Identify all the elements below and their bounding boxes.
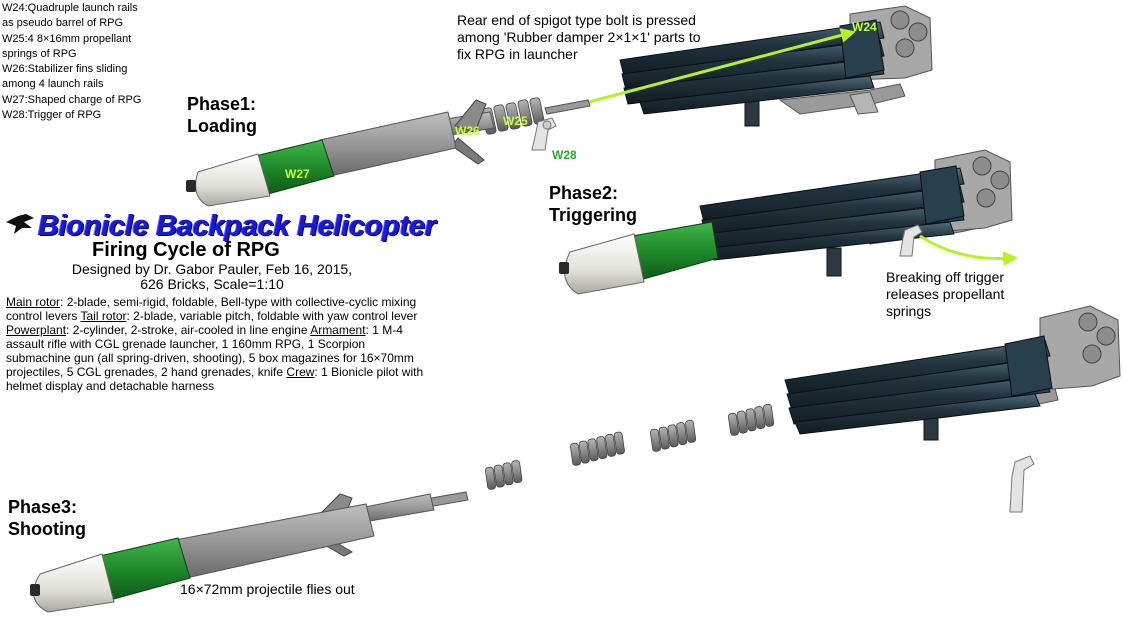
credit-line: Designed by Dr. Gabor Pauler, Feb 16, 20… xyxy=(71,261,353,277)
launcher-phase1 xyxy=(619,5,933,127)
note-line: among 'Rubber damper 2×1×1' parts to xyxy=(457,29,701,45)
launch-rails-w24 xyxy=(619,21,885,115)
label-w27: W27 xyxy=(285,167,310,181)
legend-line: W27:Shaped charge of RPG xyxy=(2,93,142,106)
spec-main-rotor-label: Main rotor xyxy=(6,295,61,309)
rpg-phase2 xyxy=(559,221,719,295)
projectile-note: 16×72mm projectile flies out xyxy=(180,581,355,597)
phase2-heading: Phase2: Triggering xyxy=(549,182,637,226)
bionicle-pilot-icon xyxy=(6,214,34,234)
legend-line: W25:4 8×16mm propellant xyxy=(2,32,132,45)
legend-line: W26:Stabilizer fins sliding xyxy=(2,63,128,76)
spec-powerplant-text: : 2-cylinder, 2-stroke, air-cooled in li… xyxy=(66,323,311,337)
phase3-title: Phase3: xyxy=(8,497,78,517)
label-w24: W24 xyxy=(852,20,877,34)
rpg-phase3 xyxy=(30,491,469,613)
note-line: Rear end of spigot type bolt is pressed xyxy=(457,12,696,28)
credit-text: Designed by Dr. Gabor Pauler, Feb 16, 20… xyxy=(52,262,372,292)
trigger-note: Breaking off trigger releases propellant… xyxy=(886,269,1004,320)
phase3-subtitle: Shooting xyxy=(8,519,86,539)
note-line: releases propellant xyxy=(886,286,1005,302)
page-title: Bionicle Backpack Helicopter xyxy=(38,210,436,242)
legend-line: among 4 launch rails xyxy=(2,78,104,91)
spec-crew-label: Crew xyxy=(286,365,315,379)
phase2-title: Phase2: xyxy=(549,183,619,203)
released-springs xyxy=(484,403,775,490)
parts-legend: W24:Quadruple launch rails as pseudo bar… xyxy=(2,1,172,123)
spec-paragraph: Main rotor: 2-blade, semi-rigid, foldabl… xyxy=(6,295,424,393)
launcher-phase2 xyxy=(699,149,1013,277)
phase2-subtitle: Triggering xyxy=(549,205,638,225)
trigger-release-arrow xyxy=(919,234,1018,267)
label-w25: W25 xyxy=(503,114,528,128)
phase1-subtitle: Loading xyxy=(187,116,257,136)
phase1-title: Phase1: xyxy=(187,94,257,114)
spec-armament-label: Armament xyxy=(310,323,366,337)
launcher-phase3 xyxy=(784,305,1121,441)
spec-tail-rotor-text: : 2-blade, variable pitch, foldable with… xyxy=(126,309,418,323)
spec-armament-text: : 1 M-4 assault rifle with CGL grenade l… xyxy=(6,323,414,379)
label-w26: W26 xyxy=(455,124,480,138)
legend-line: springs of RPG xyxy=(2,47,77,60)
insertion-arrow xyxy=(584,28,856,105)
legend-line: as pseudo barrel of RPG xyxy=(2,17,124,30)
spec-crew-text: : 1 Bionicle pilot with helmet display a… xyxy=(6,365,424,393)
rpg-phase1 xyxy=(186,97,591,207)
note-line: fix RPG in launcher xyxy=(457,46,578,62)
released-trigger-icon xyxy=(1009,455,1035,513)
trigger-w28-icon xyxy=(531,117,557,151)
note-line: Breaking off trigger xyxy=(886,269,1005,285)
rear-end-note: Rear end of spigot type bolt is pressed … xyxy=(457,12,701,63)
label-w28: W28 xyxy=(552,148,577,162)
note-line: springs xyxy=(886,303,932,319)
phase3-heading: Phase3: Shooting xyxy=(8,496,86,540)
legend-line: W24:Quadruple launch rails xyxy=(2,2,138,14)
page-subtitle: Firing Cycle of RPG xyxy=(92,239,280,261)
spec-tail-rotor-label: Tail rotor xyxy=(80,309,127,323)
legend-line: W28:Trigger of RPG xyxy=(2,109,102,122)
spec-powerplant-label: Powerplant xyxy=(6,323,67,337)
spec-main-rotor-text: : 2-blade, semi-rigid, foldable, Bell-ty… xyxy=(6,295,417,323)
phase1-heading: Phase1: Loading xyxy=(187,93,257,137)
credit-line: 626 Bricks, Scale=1:10 xyxy=(140,276,284,292)
